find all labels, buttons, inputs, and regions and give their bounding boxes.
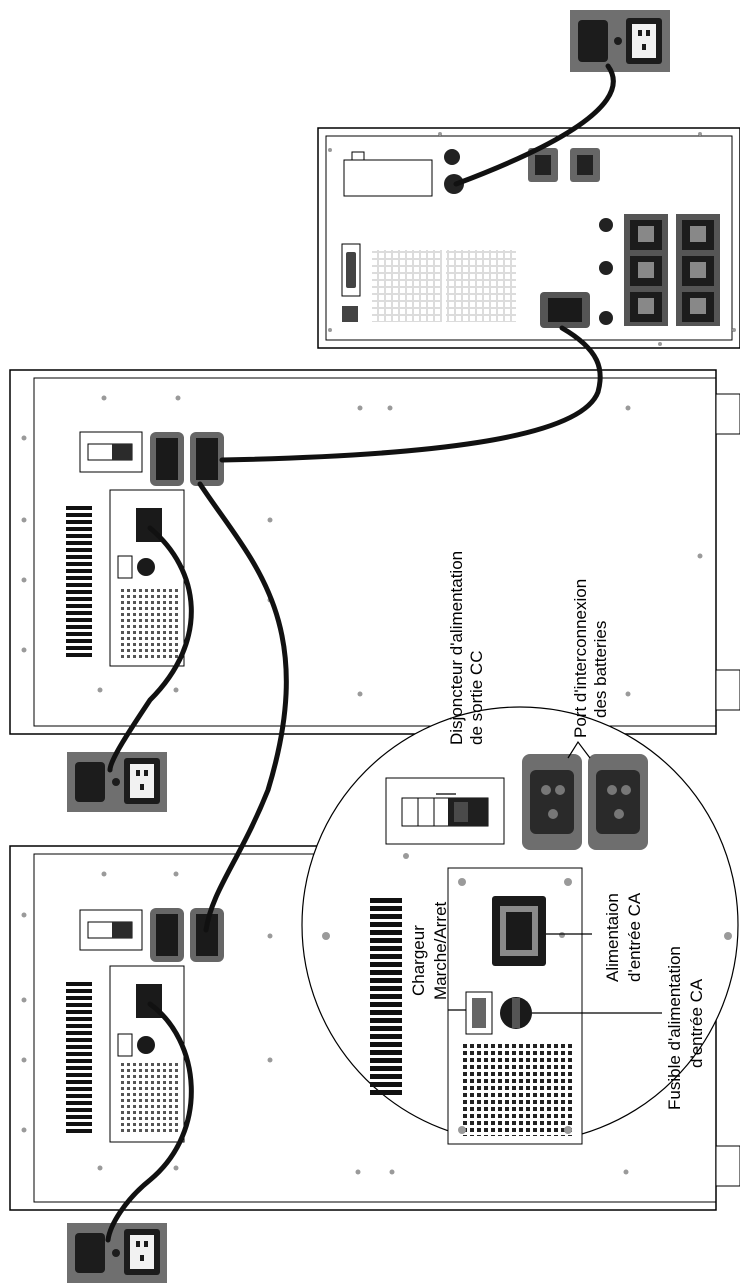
ac-input-label-line2: d'entrée CA xyxy=(625,892,644,982)
zoom-detail-circle: Disjoncteur d'alimentation de sortie CC … xyxy=(301,551,739,1145)
wall-outlet-icon xyxy=(570,10,670,72)
wall-outlet-icon xyxy=(67,1223,167,1283)
fuse-label-line2: d'entrée CA xyxy=(687,978,706,1068)
battery-cabinet-icon xyxy=(9,369,740,735)
fan-grille-icon xyxy=(446,250,516,322)
breaker-icon xyxy=(385,777,505,845)
charger-label-line1: Chargeur xyxy=(409,925,428,996)
fan-grille-icon xyxy=(372,250,442,322)
breaker-label-line1: Disjoncteur d'alimentation xyxy=(447,551,466,745)
charger-label-line2: Marche/Arret xyxy=(431,901,450,1000)
ac-input-label-line1: Alimentaion xyxy=(603,893,622,982)
fuse-label-line1: Fusible d'alimentation xyxy=(665,946,684,1110)
power-cables xyxy=(105,63,616,1243)
ac-socket-icon xyxy=(522,754,648,850)
wall-outlet-icon xyxy=(67,752,167,812)
port-label-line1: Port d'interconnexion xyxy=(571,579,590,738)
port-label-line2: des batteries xyxy=(591,621,610,718)
breaker-label-line2: de sortie CC xyxy=(467,651,486,745)
ups-rear-panel-icon xyxy=(317,127,740,349)
